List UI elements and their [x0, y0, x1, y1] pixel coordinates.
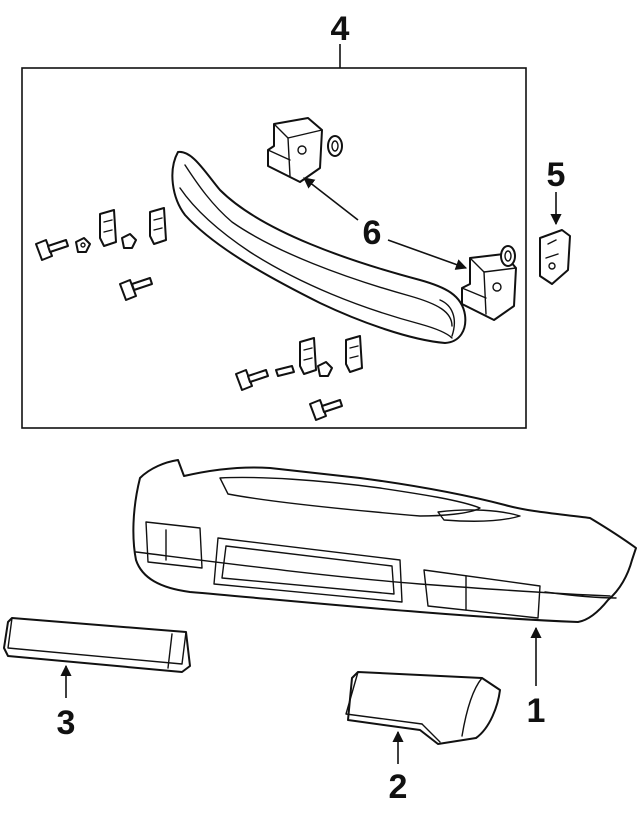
washer-lower [500, 245, 516, 267]
hardware-bottom [235, 335, 363, 421]
callout-6: 6 [363, 214, 382, 252]
callout-3: 3 [57, 704, 76, 742]
washer-upper [327, 135, 343, 157]
side-bracket-5 [539, 229, 571, 285]
trim-panel-right [345, 671, 501, 745]
callout-6-leader-upper [303, 177, 359, 221]
bracket-6-upper [267, 117, 323, 183]
hardware-left [35, 207, 167, 301]
trim-panel-left [3, 617, 191, 673]
callout-6-leader-lower [387, 239, 468, 270]
callout-4: 4 [331, 10, 350, 48]
callout-1: 1 [527, 692, 546, 730]
callout-2: 2 [389, 768, 408, 806]
reinforcement-detail-box [21, 67, 527, 429]
bumper-reinforcement [171, 150, 467, 344]
bumper-cover [132, 459, 637, 623]
callout-5: 5 [547, 156, 566, 194]
